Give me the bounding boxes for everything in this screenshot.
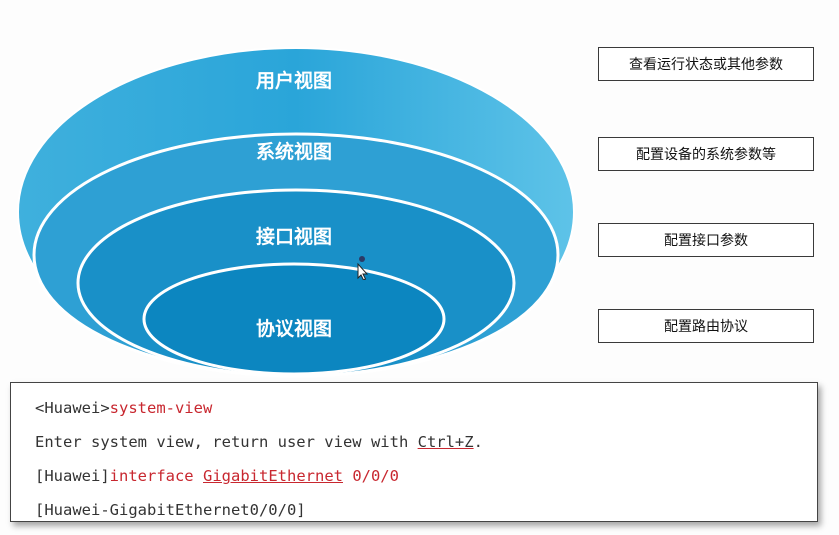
system-view-description: 配置设备的系统参数等 — [598, 137, 814, 171]
console-interface-type: GigabitEthernet — [203, 467, 343, 485]
console-output-end: . — [473, 433, 483, 451]
protocol-view-label: 协议视图 — [255, 318, 333, 340]
console-line-2: Enter system view, return user view with… — [35, 433, 817, 467]
console-line-4: [Huawei-GigabitEthernet0/0/0] — [35, 501, 817, 535]
protocol-view-description: 配置路由协议 — [598, 309, 814, 343]
interface-view-label: 接口视图 — [255, 226, 333, 248]
mouse-pointer-icon — [357, 256, 368, 280]
interface-view-description: 配置接口参数 — [598, 223, 814, 257]
console-hotkey: Ctrl+Z — [417, 433, 474, 451]
cli-console-box: <Huawei>system-view Enter system view, r… — [10, 382, 818, 522]
console-line-1: <Huawei>system-view — [35, 399, 817, 433]
console-space — [194, 467, 203, 485]
protocol-view-layer — [142, 262, 446, 376]
console-prompt: <Huawei> — [35, 399, 110, 417]
view-hierarchy-diagram — [17, 47, 575, 378]
console-command: interface — [109, 467, 194, 485]
system-view-label: 系统视图 — [255, 141, 333, 163]
console-output-text: Enter system view, return user view with — [35, 433, 418, 451]
console-prompt: [Huawei] — [35, 467, 110, 485]
console-command: system-view — [109, 399, 213, 417]
console-line-3: [Huawei]interface GigabitEthernet 0/0/0 — [35, 467, 817, 501]
console-prompt: [Huawei-GigabitEthernet0/0/0] — [35, 501, 306, 519]
user-view-description: 查看运行状态或其他参数 — [598, 47, 814, 81]
user-view-label: 用户视图 — [255, 70, 333, 92]
console-interface-number: 0/0/0 — [342, 467, 399, 485]
